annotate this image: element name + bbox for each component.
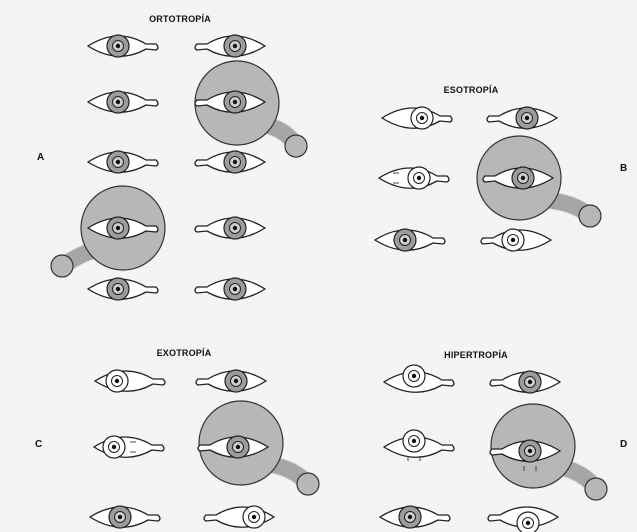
- right-eye-c-1: [95, 370, 165, 392]
- right-eye-d-3: [380, 506, 450, 528]
- pupil: [116, 226, 120, 230]
- pupil: [236, 445, 240, 449]
- pupil: [521, 176, 525, 180]
- pupil: [233, 100, 237, 104]
- right-eye-c-3: [90, 506, 160, 528]
- pupil: [116, 287, 120, 291]
- right-eye-a-5: [88, 278, 158, 300]
- pupil: [525, 116, 529, 120]
- left-eye-a-1: [195, 35, 265, 57]
- left-eye-d-1: [490, 371, 560, 393]
- right-eye-b-3: [375, 229, 445, 251]
- left-eye-a-5: [195, 278, 265, 300]
- right-eye-d-1: [384, 365, 454, 392]
- right-eye-a-3: [88, 151, 158, 173]
- pupil: [420, 116, 424, 120]
- pupil: [233, 287, 237, 291]
- left-eye-b-3: [481, 229, 551, 251]
- pupil: [116, 44, 120, 48]
- pupil: [112, 445, 116, 449]
- occluder-knob: [285, 135, 307, 157]
- pupil: [417, 176, 421, 180]
- pupil: [233, 160, 237, 164]
- pupil: [115, 379, 119, 383]
- pupil: [511, 238, 515, 242]
- right-eye-b-1: [382, 107, 452, 129]
- right-eye-a-1: [88, 35, 158, 57]
- right-eye-c-2: [94, 436, 164, 458]
- left-eye-c-1: [196, 370, 266, 392]
- pupil: [252, 515, 256, 519]
- pupil: [528, 449, 532, 453]
- left-eye-c-3: [204, 506, 274, 528]
- occluder-knob: [51, 255, 73, 277]
- pupil: [116, 100, 120, 104]
- right-eye-d-2: [384, 430, 454, 461]
- pupil: [412, 374, 416, 378]
- pupil: [116, 160, 120, 164]
- pupil: [233, 44, 237, 48]
- pupil: [403, 238, 407, 242]
- left-eye-a-3: [195, 151, 265, 173]
- occluder-knob: [579, 205, 601, 227]
- pupil: [118, 515, 122, 519]
- pupil: [408, 515, 412, 519]
- left-eye-a-4: [195, 217, 265, 239]
- pupil: [526, 521, 530, 525]
- right-eye-b-2: [379, 167, 449, 189]
- pupil: [528, 380, 532, 384]
- right-eye-a-2: [88, 91, 158, 113]
- pupil: [234, 379, 238, 383]
- left-eye-b-1: [487, 107, 557, 129]
- pupil: [233, 226, 237, 230]
- occluder-knob: [585, 478, 607, 500]
- left-eye-d-3: [488, 507, 558, 532]
- pupil: [412, 439, 416, 443]
- occluder-knob: [297, 473, 319, 495]
